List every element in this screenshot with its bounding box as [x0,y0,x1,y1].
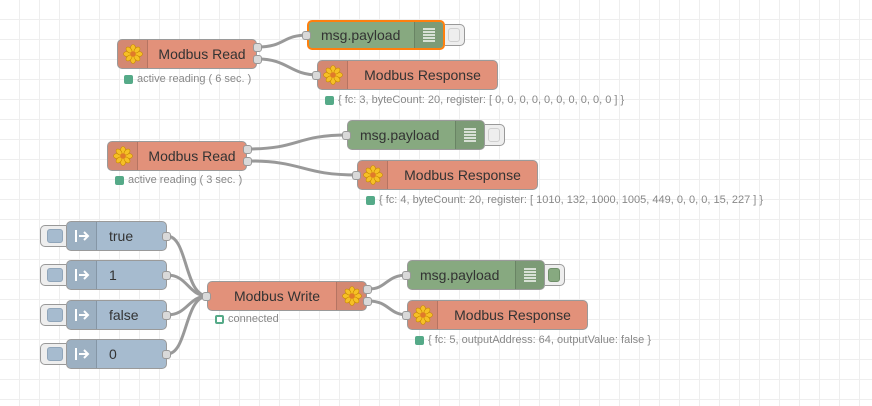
modbus-flower-icon [358,161,388,189]
status-dot-icon [124,74,133,84]
node-status: { fc: 3, byteCount: 20, register: [ 0, 0… [325,94,624,106]
node-label: msg.payload [321,27,401,43]
modbus-response-node[interactable]: Modbus Response [407,300,588,330]
output-port[interactable] [253,55,262,64]
inject-trigger-button[interactable] [40,304,66,326]
list-icon [515,261,544,289]
node-status: active reading ( 3 sec. ) [115,174,242,186]
input-port[interactable] [342,131,351,140]
inject-node[interactable]: 0 [66,339,167,369]
list-icon [455,121,484,149]
output-port[interactable] [363,297,372,306]
arrow-in-icon [67,301,97,329]
status-ring-icon [215,314,224,324]
node-status: { fc: 5, outputAddress: 64, outputValue:… [415,334,651,346]
debug-toggle-button[interactable] [545,264,565,286]
wire [247,159,359,177]
node-label: 0 [109,346,117,362]
toggle-indicator [448,28,460,42]
arrow-in-icon [67,222,97,250]
inject-trigger-button[interactable] [40,264,66,286]
modbus-flower-icon [108,142,138,170]
modbus-flower-icon [408,301,438,329]
arrow-in-icon [67,340,97,368]
debug-node[interactable]: msg.payload [347,120,485,150]
wire [257,33,309,49]
debug-node[interactable]: msg.payload [307,20,445,50]
output-port[interactable] [162,232,171,241]
modbus-write-node[interactable]: Modbus Write [207,281,367,311]
output-port[interactable] [162,271,171,280]
node-label: Modbus Response [364,67,481,83]
output-port[interactable] [243,145,252,154]
inject-node[interactable]: false [66,300,167,330]
output-port[interactable] [243,157,252,166]
modbus-read-node[interactable]: Modbus Read [117,39,257,69]
node-label: false [109,307,139,323]
input-port[interactable] [352,171,361,180]
inject-node[interactable]: true [66,221,167,251]
output-port[interactable] [363,285,372,294]
modbus-flower-icon [318,61,348,89]
wire [247,133,349,151]
output-port[interactable] [162,350,171,359]
node-label: Modbus Read [148,148,236,164]
toggle-indicator [488,128,500,142]
wire [166,294,209,356]
modbus-flower-icon [118,40,148,68]
node-label: msg.payload [420,267,500,283]
node-label: Modbus Read [158,46,246,62]
list-icon [414,22,443,48]
node-label: Modbus Response [404,167,521,183]
status-dot-icon [415,335,424,345]
node-label: Modbus Write [233,288,321,304]
inject-indicator [47,347,63,361]
input-port[interactable] [402,311,411,320]
inject-trigger-button[interactable] [40,343,66,365]
output-port[interactable] [162,311,171,320]
node-status: { fc: 4, byteCount: 20, register: [ 1010… [366,194,763,206]
output-port[interactable] [253,43,262,52]
node-status: connected [215,313,279,325]
inject-indicator [47,308,63,322]
node-status: active reading ( 6 sec. ) [124,73,251,85]
node-label: true [109,228,134,244]
status-dot-icon [115,175,124,185]
toggle-indicator [548,268,560,282]
input-port[interactable] [202,292,211,301]
node-label: Modbus Response [454,307,571,323]
debug-toggle-button[interactable] [485,124,505,146]
wire [257,57,319,77]
debug-toggle-button[interactable] [445,24,465,46]
modbus-response-node[interactable]: Modbus Response [317,60,498,90]
debug-node[interactable]: msg.payload [407,260,545,290]
modbus-response-node[interactable]: Modbus Response [357,160,538,190]
modbus-read-node[interactable]: Modbus Read [107,141,247,171]
inject-trigger-button[interactable] [40,225,66,247]
input-port[interactable] [402,271,411,280]
status-dot-icon [325,95,334,105]
inject-node[interactable]: 1 [66,260,167,290]
node-label: msg.payload [360,127,440,143]
modbus-flower-icon [336,282,366,310]
node-label: 1 [109,267,117,283]
input-port[interactable] [312,71,321,80]
inject-indicator [47,268,63,282]
status-dot-icon [366,195,375,205]
inject-indicator [47,229,63,243]
input-port[interactable] [302,31,311,40]
arrow-in-icon [67,261,97,289]
